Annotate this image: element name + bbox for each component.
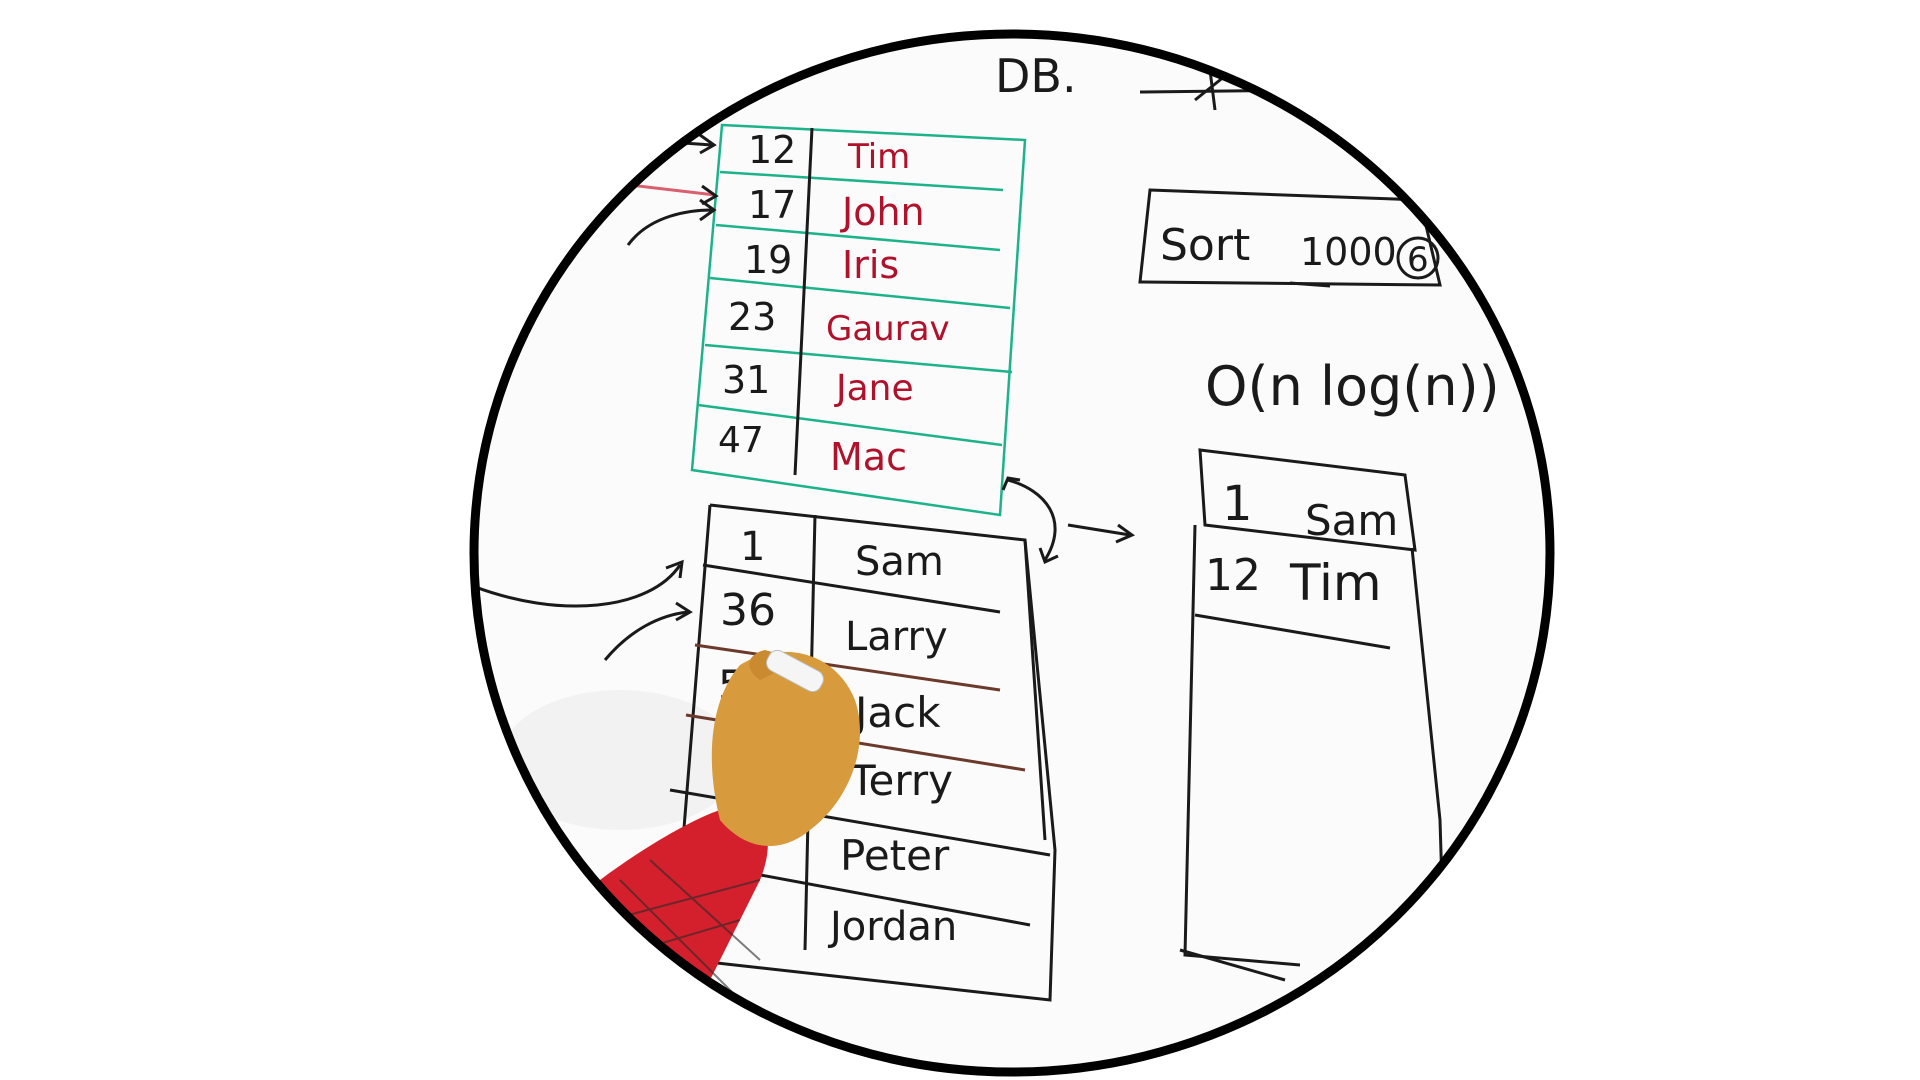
result-row-id-1: 1 [1222, 476, 1253, 532]
green-row-name-1: Tim [847, 137, 910, 177]
complexity-label: O(n log(n)) [1205, 355, 1500, 418]
db-label: DB. [995, 49, 1077, 103]
result-row-id-2: 12 [1205, 550, 1261, 601]
black-row-name-1: Sam [855, 539, 944, 585]
connector-arrows [1001, 476, 1136, 565]
black-table-arrows [474, 559, 693, 661]
green-table [690, 123, 1027, 517]
green-row-id-1: 12 [748, 128, 796, 172]
green-row-id-2: 17 [748, 183, 796, 227]
result-row-name-2: Tim [1289, 554, 1382, 612]
green-table-rows: 12 Tim 17 John 19 Iris 23 Gaurav 31 Jane… [718, 128, 950, 479]
black-row-name-5: Peter [840, 831, 950, 880]
green-row-name-4: Gaurav [826, 309, 950, 349]
black-row-name-2: Larry [845, 614, 948, 660]
green-row-name-3: Iris [842, 243, 899, 287]
frame-ring [469, 29, 1555, 1077]
green-row-name-5: Jane [834, 368, 914, 409]
black-row-id-1: 1 [740, 524, 765, 570]
sort-count: 1000 [1300, 230, 1397, 274]
sort-word: Sort [1160, 220, 1250, 271]
black-row-name-6: Jordan [827, 904, 957, 950]
black-row-name-3: Jack [852, 688, 941, 737]
black-row-name-4: Terry [849, 756, 953, 805]
result-table-rows: 1 Sam 12 Tim [1205, 476, 1398, 612]
result-row-name-1: Sam [1305, 496, 1398, 545]
black-row-id-2: 36 [720, 585, 776, 636]
sort-circled-digit: 6 [1407, 240, 1429, 280]
green-row-name-6: Mac [830, 435, 907, 479]
green-row-id-6: 47 [718, 420, 764, 461]
sort-box: Sort 1000 6 [1138, 188, 1442, 288]
green-row-name-2: John [840, 190, 925, 234]
green-row-id-4: 23 [728, 295, 776, 339]
green-row-id-5: 31 [722, 358, 770, 402]
green-row-id-3: 19 [744, 238, 792, 282]
